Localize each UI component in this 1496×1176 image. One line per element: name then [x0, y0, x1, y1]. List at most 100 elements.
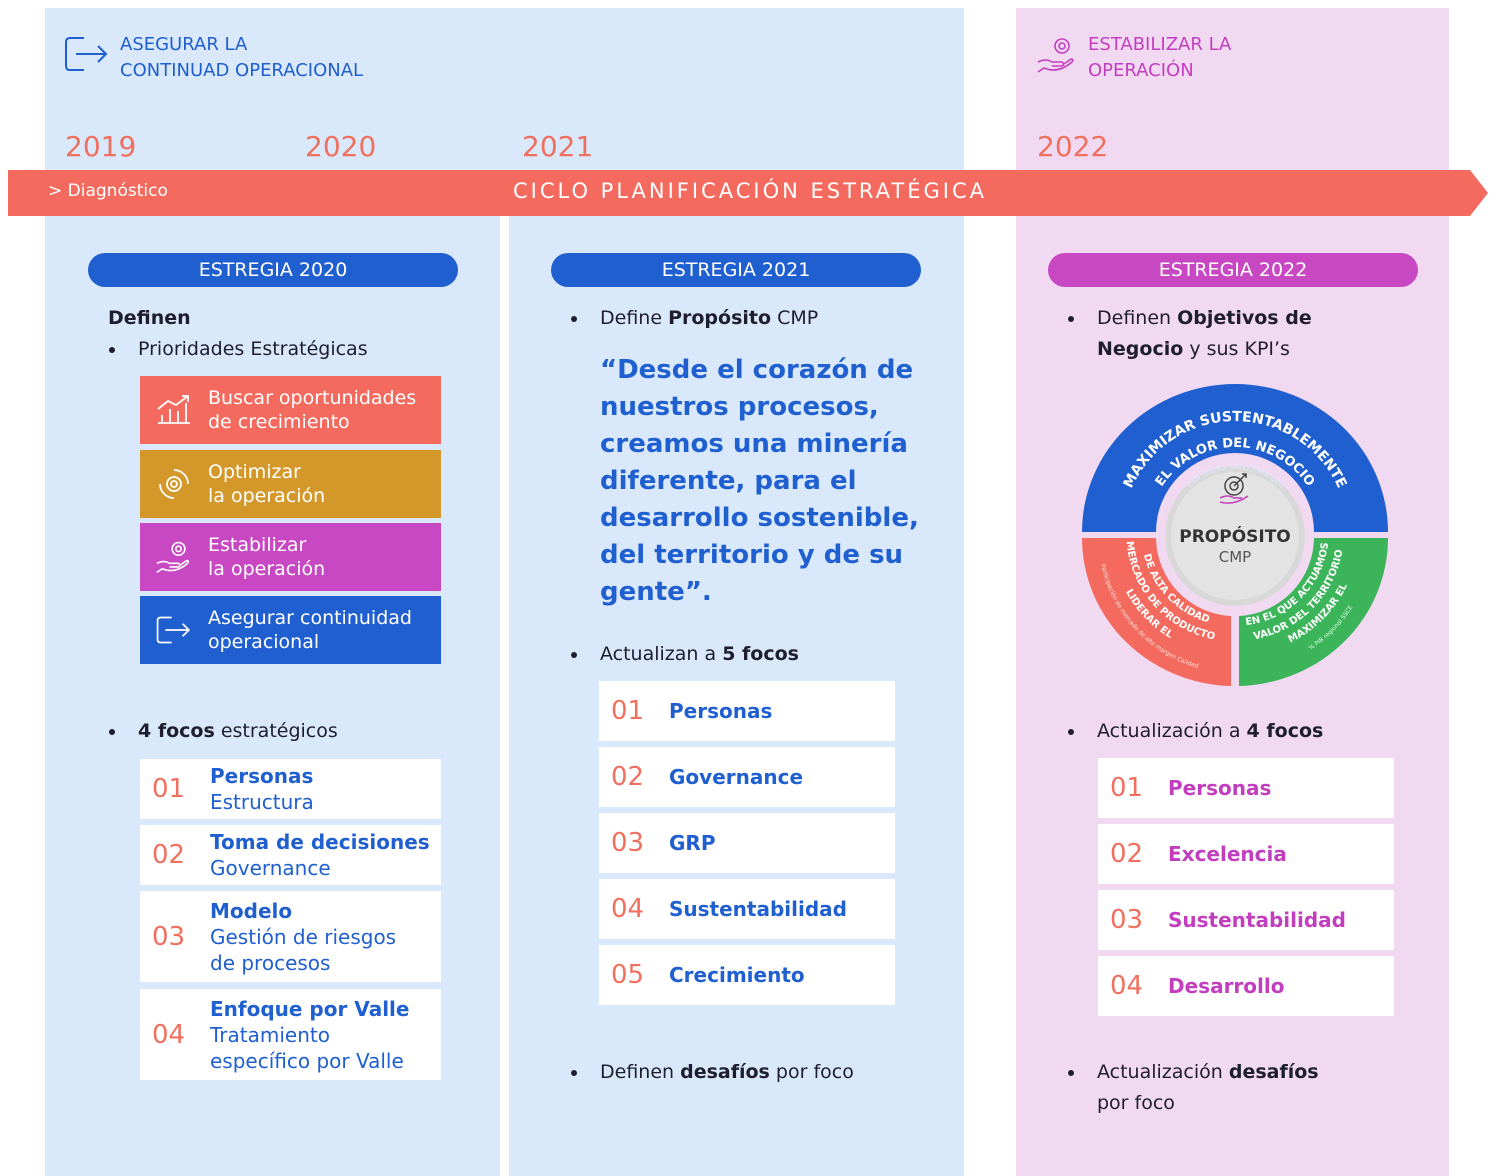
wheel-center-title: PROPÓSITO: [1179, 525, 1291, 547]
exit-arrow-icon: [156, 616, 191, 644]
bullet-dot: [1068, 1070, 1074, 1076]
define-pre: Define: [600, 307, 669, 329]
prio-line1: Buscar oportunidades: [208, 387, 417, 409]
pill-estrategia-2021: ESTREGIA 2021: [551, 253, 921, 287]
year-2021: 2021: [522, 130, 594, 163]
timeline-diagnostico: > Diagnóstico: [48, 181, 168, 201]
phase-estabilizar: ESTABILIZAR LA OPERACIÓN: [1036, 32, 1231, 84]
foco-title: Personas: [1168, 776, 1272, 800]
foco-number: 02: [152, 840, 186, 870]
foco-title: Sustentabilidad: [1168, 908, 1346, 932]
desafios-bullet-2022: Actualización desafíos por foco: [1068, 1057, 1319, 1119]
phase-asegurar: ASEGURAR LA CONTINUAD OPERACIONAL: [64, 32, 363, 84]
foco-2022-03: 03 Sustentabilidad: [1098, 890, 1394, 950]
foco-sub: Gestión de riesgos: [210, 924, 397, 949]
gear-hand-icon: [1037, 38, 1074, 73]
foco-title: Crecimiento: [669, 963, 805, 987]
column-divider: [500, 216, 509, 1176]
foco-2021-04: 04 Sustentabilidad: [599, 879, 895, 939]
desafios-pre: Definen: [600, 1061, 681, 1083]
prio-line2: operacional: [208, 631, 320, 653]
foco-title: Modelo: [210, 898, 293, 923]
phase-asegurar-line2: CONTINUAD OPERACIONAL: [120, 60, 364, 81]
desafios-bullet-2021: Definen desafíos por foco: [571, 1057, 854, 1088]
foco-2021-01: 01 Personas: [599, 681, 895, 741]
bullet-dot: [109, 729, 115, 735]
foco-2021-03: 03 GRP: [599, 813, 895, 873]
phase-estabilizar-line1: ESTABILIZAR LA: [1088, 34, 1232, 55]
define-bold: Propósito: [668, 307, 772, 329]
foco-number: 04: [611, 894, 645, 924]
wheel-segment-mercado: [1082, 538, 1231, 686]
timeline-arrow: [8, 170, 1488, 216]
prio-line1: Estabilizar: [208, 534, 307, 556]
cuatro-focos-bullet: 4 focos estratégicos: [109, 716, 338, 747]
bullet-dot: [1068, 729, 1074, 735]
foco-sub: Estructura: [210, 790, 314, 814]
foco-number: 03: [611, 828, 645, 858]
definen-post: y sus KPI’s: [1183, 338, 1290, 360]
target-hand-icon: [1219, 473, 1249, 504]
wheel-segment-valor-negocio: [1082, 384, 1388, 532]
prio-line1: Asegurar continuidad: [208, 607, 412, 629]
proposito-wheel: PROPÓSITO CMP MAXIMIZAR SUSTENTABLEMENTE…: [1082, 384, 1388, 686]
foco-title: Governance: [669, 765, 804, 789]
foco-number: 02: [1110, 839, 1144, 869]
focos-rest: estratégicos: [214, 720, 338, 742]
foco-2022-04: 04 Desarrollo: [1098, 956, 1394, 1016]
exit-arrow-icon: [65, 37, 108, 71]
bullet-dot: [571, 652, 577, 658]
define-post: CMP: [771, 307, 819, 329]
prioridades-text: Prioridades Estratégicas: [138, 338, 368, 360]
wheel-center-sub: CMP: [1219, 548, 1251, 566]
foco-title: Personas: [669, 699, 773, 723]
define-proposito-bullet: Define Propósito CMP: [571, 303, 819, 334]
foco-number: 01: [1110, 773, 1144, 803]
definen-bold2: Negocio: [1097, 338, 1184, 360]
foco-title: Enfoque por Valle: [210, 996, 410, 1021]
foco-number: 02: [611, 762, 645, 792]
foco-title: Toma de decisiones: [210, 830, 430, 854]
foco-number: 01: [611, 696, 645, 726]
foco-2022-01: 01 Personas: [1098, 758, 1394, 818]
bullet-dot: [571, 316, 577, 322]
actualizacion-bold: 4 focos: [1246, 720, 1324, 742]
foco-number: 03: [1110, 905, 1144, 935]
gear-hand-icon: [156, 541, 190, 574]
foco-sub: Tratamiento: [210, 1022, 330, 1047]
foco-2021-02: 02 Governance: [599, 747, 895, 807]
phase-estabilizar-line2: OPERACIÓN: [1088, 60, 1194, 81]
desafios-pre: Actualización: [1097, 1061, 1229, 1083]
actualizacion-focos-bullet: Actualización a 4 focos: [1068, 716, 1324, 747]
foco-number: 04: [1110, 971, 1144, 1001]
foco-number: 05: [611, 960, 645, 990]
foco-title: Desarrollo: [1168, 974, 1285, 998]
foco-title: Sustentabilidad: [669, 897, 847, 921]
foco-sub2: específico por Valle: [210, 1048, 404, 1073]
bullet-dot: [571, 1070, 577, 1076]
prio-line2: de crecimiento: [208, 411, 350, 433]
foco-title: Personas: [210, 764, 314, 788]
objetivos-bullet: Definen Objetivos de Negocio y sus KPI’s: [1068, 303, 1312, 365]
pill-estrategia-2020: ESTREGIA 2020: [88, 253, 458, 287]
prioridades-bullet: Prioridades Estratégicas: [109, 334, 368, 365]
year-2019: 2019: [65, 130, 137, 163]
foco-number: 01: [152, 774, 186, 804]
foco-2021-05: 05 Crecimiento: [599, 945, 895, 1005]
prio-line2: la operación: [208, 558, 326, 580]
desafios-bold: desafíos: [680, 1061, 770, 1083]
wheel-segment-territorio: [1239, 538, 1388, 686]
pill-estrategia-2022: ESTREGIA 2022: [1048, 253, 1418, 287]
phase-asegurar-line1: ASEGURAR LA: [120, 34, 248, 55]
cinco-focos-bullet: Actualizan a 5 focos: [571, 639, 799, 670]
foco-sub2: de procesos: [210, 950, 331, 975]
actualizacion-pre: Actualización a: [1097, 720, 1247, 742]
focos-bold: 4 focos: [138, 720, 215, 742]
foco-title: GRP: [669, 831, 716, 855]
year-2022: 2022: [1037, 130, 1109, 163]
